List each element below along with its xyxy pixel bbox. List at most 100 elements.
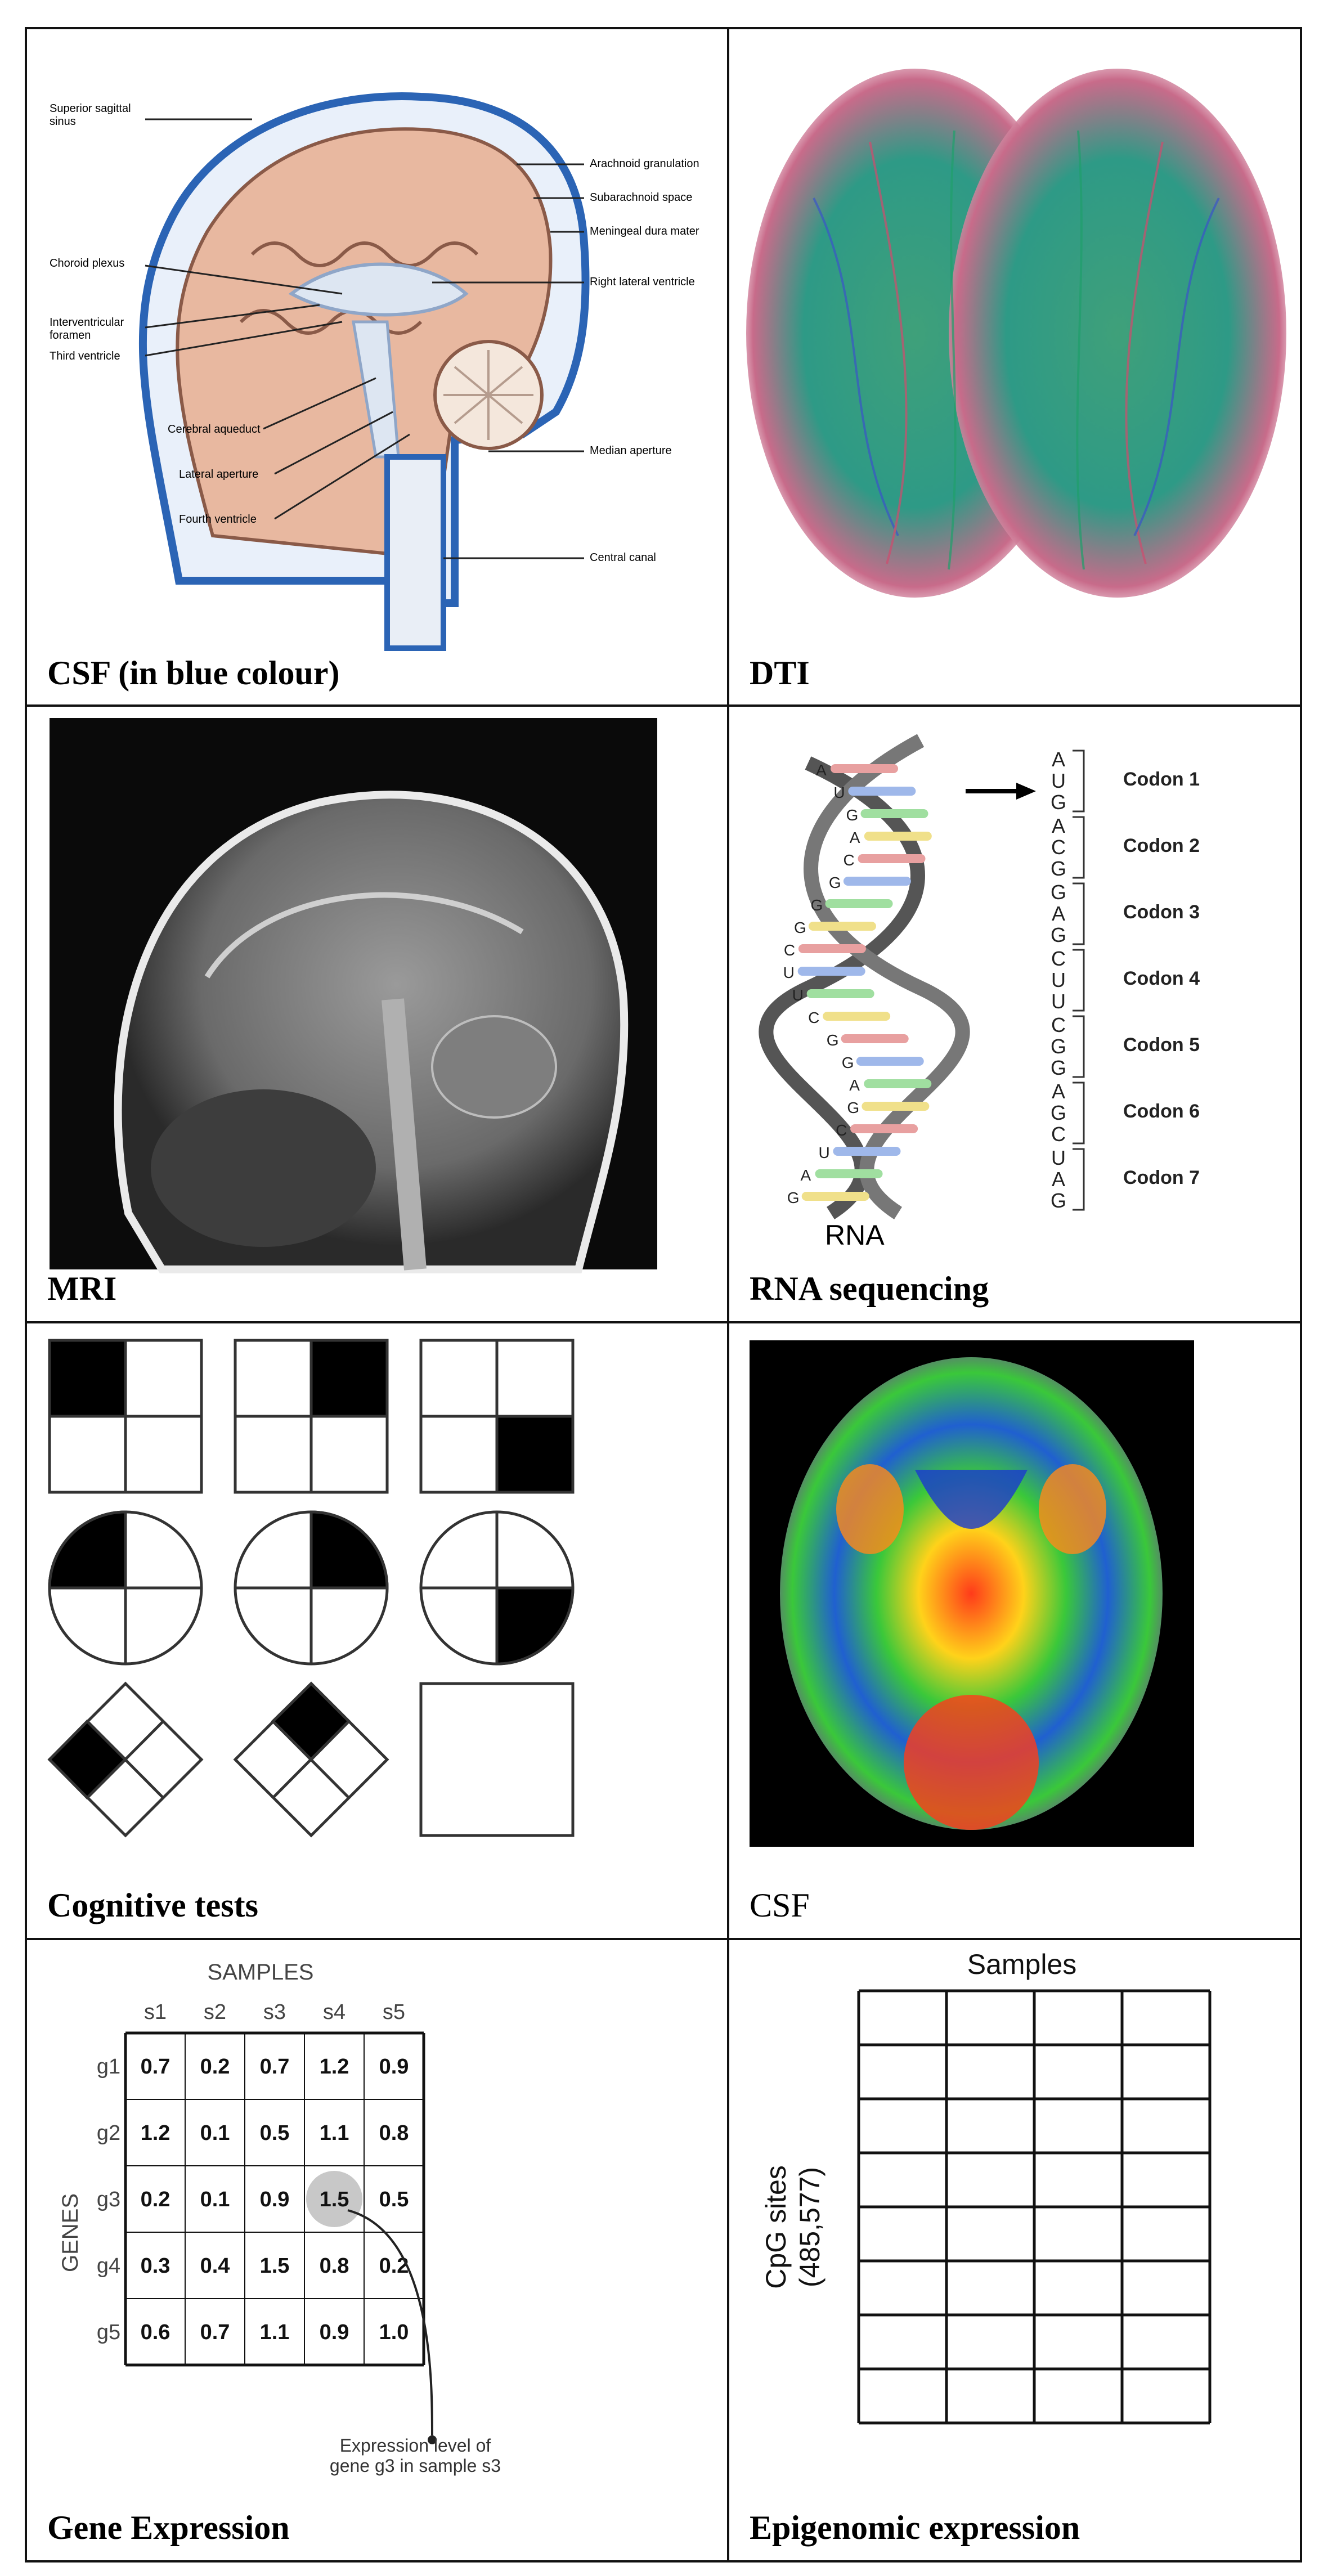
- codon-bracket: [1073, 1081, 1085, 1145]
- rna-base-letter: G: [794, 919, 806, 936]
- matrix-cell-value: 1.2: [320, 2055, 349, 2079]
- panel-pet: CSF: [727, 1321, 1302, 1940]
- circle-1: [48, 1510, 203, 1666]
- rna-base-rung: [808, 922, 876, 931]
- rna-base-rung: [815, 1169, 883, 1178]
- epi-side-title-2: (485,577): [794, 2167, 825, 2287]
- rna-base-letter: A: [850, 829, 860, 846]
- codon-base: G: [1051, 1035, 1066, 1058]
- circle-2: [234, 1510, 389, 1666]
- codon-bracket: [1073, 1148, 1085, 1211]
- codon-bracket: [1073, 882, 1085, 945]
- caption-epigenomic: Epigenomic expression: [750, 2509, 1080, 2546]
- csf-label-right-0: Arachnoid granulation: [590, 158, 699, 170]
- codon-label: Codon 4: [1123, 968, 1200, 989]
- sample-label: s2: [204, 2000, 226, 2024]
- rna-base-rung: [841, 1034, 909, 1043]
- rna-base-letter: A: [816, 761, 827, 779]
- gene-label: g5: [97, 2321, 120, 2344]
- caption-rna: RNA sequencing: [750, 1270, 989, 1307]
- gene-label: g1: [97, 2055, 120, 2079]
- rna-base-rung: [825, 899, 893, 908]
- rna-base-rung: [831, 764, 898, 773]
- panel-mri: MRI: [25, 704, 729, 1323]
- codon-base: A: [1052, 1080, 1065, 1103]
- rna-base-letter: G: [787, 1189, 800, 1206]
- rna-base-rung: [833, 1147, 901, 1156]
- rna-base-letter: G: [846, 806, 858, 824]
- matrix-cell-value: 1.2: [141, 2121, 171, 2145]
- rna-base-letter: C: [844, 851, 855, 869]
- codon-base: G: [1051, 1189, 1066, 1212]
- panel-dti: DTI: [727, 27, 1302, 707]
- csf-label-left-6: Fourth ventricle: [179, 513, 257, 526]
- rna-base-letter: U: [833, 784, 845, 801]
- rna-base-letter: G: [829, 874, 841, 891]
- square-3: [419, 1339, 575, 1494]
- codon-base: A: [1052, 902, 1065, 925]
- csf-label-right-4: Median aperture: [590, 445, 672, 457]
- matrix-cell-value: 0.1: [200, 2188, 230, 2211]
- mri-sagittal-image: [50, 718, 657, 1273]
- blank-answer-square: [419, 1682, 575, 1837]
- rna-base-letter: G: [842, 1054, 854, 1071]
- sample-label: s4: [323, 2000, 346, 2024]
- diamond-2: [233, 1681, 389, 1838]
- codon-base: G: [1051, 1056, 1066, 1079]
- rna-base-rung: [798, 944, 866, 953]
- rna-base-letter: A: [801, 1166, 811, 1184]
- matrix-cell-value: 1.1: [260, 2321, 290, 2344]
- rna-base-rung: [862, 1102, 930, 1111]
- matrix-cell-value: 0.6: [141, 2321, 171, 2344]
- matrix-cell-value: 0.2: [141, 2188, 171, 2211]
- rna-base-letter: U: [783, 964, 795, 981]
- rna-base-rung: [850, 1124, 918, 1133]
- codon-base: C: [1051, 1123, 1066, 1146]
- matrix-cell-value: 0.2: [379, 2254, 409, 2278]
- rna-base-rung: [860, 809, 928, 818]
- matrix-cell-value: 1.5: [260, 2254, 290, 2278]
- rna-base-rung: [856, 1057, 924, 1066]
- rna-base-rung: [797, 967, 865, 976]
- codon-base: G: [1051, 1101, 1066, 1124]
- caption-mri: MRI: [47, 1270, 117, 1307]
- rna-base-rung: [864, 832, 932, 841]
- panel-csf-anatomy: Superior sagittal sinus Choroid plexus I…: [25, 27, 729, 707]
- matrix-cell-value: 0.7: [200, 2321, 230, 2344]
- caption-cognitive: Cognitive tests: [47, 1887, 258, 1924]
- codon-bracket: [1073, 816, 1085, 879]
- rna-base-letter: G: [847, 1099, 859, 1116]
- cognitive-test-matrix: [47, 1339, 575, 1838]
- codon-label: Codon 1: [1123, 769, 1200, 790]
- square-1: [48, 1339, 203, 1494]
- gene-label: g4: [97, 2254, 120, 2278]
- codon-base: G: [1051, 923, 1066, 946]
- matrix-cell-value: 1.5: [320, 2188, 349, 2211]
- codon-label: Codon 6: [1123, 1101, 1200, 1122]
- matrix-cell-value: 0.5: [260, 2121, 290, 2145]
- dti-tractography-image: [746, 69, 1286, 598]
- gene-genes-title: GENES: [58, 2193, 83, 2272]
- csf-label-right-5: Central canal: [590, 551, 656, 564]
- rna-base-letter: G: [811, 896, 823, 914]
- epi-samples-title: Samples: [967, 1949, 1077, 1980]
- codon-label: Codon 2: [1123, 835, 1200, 856]
- rna-base-letter: C: [784, 941, 795, 959]
- csf-label-right-1: Subarachnoid space: [590, 191, 693, 204]
- codon-label: Codon 3: [1123, 901, 1200, 923]
- caption-gene-expression: Gene Expression: [47, 2509, 290, 2546]
- codon-bracket: [1073, 949, 1085, 1012]
- matrix-cell-value: 0.8: [320, 2254, 349, 2278]
- caption-dti: DTI: [750, 654, 810, 692]
- csf-label-left-2: Interventricular foramen: [50, 316, 124, 342]
- square-2: [234, 1339, 389, 1494]
- codon-base: A: [1052, 1168, 1065, 1191]
- matrix-cell-value: 0.8: [379, 2121, 409, 2145]
- gene-annotation-line-2: gene g3 in sample s3: [329, 2456, 501, 2476]
- codon-base: C: [1051, 836, 1066, 859]
- matrix-cell-value: 1.0: [379, 2321, 409, 2344]
- codon-bracket: [1073, 750, 1085, 813]
